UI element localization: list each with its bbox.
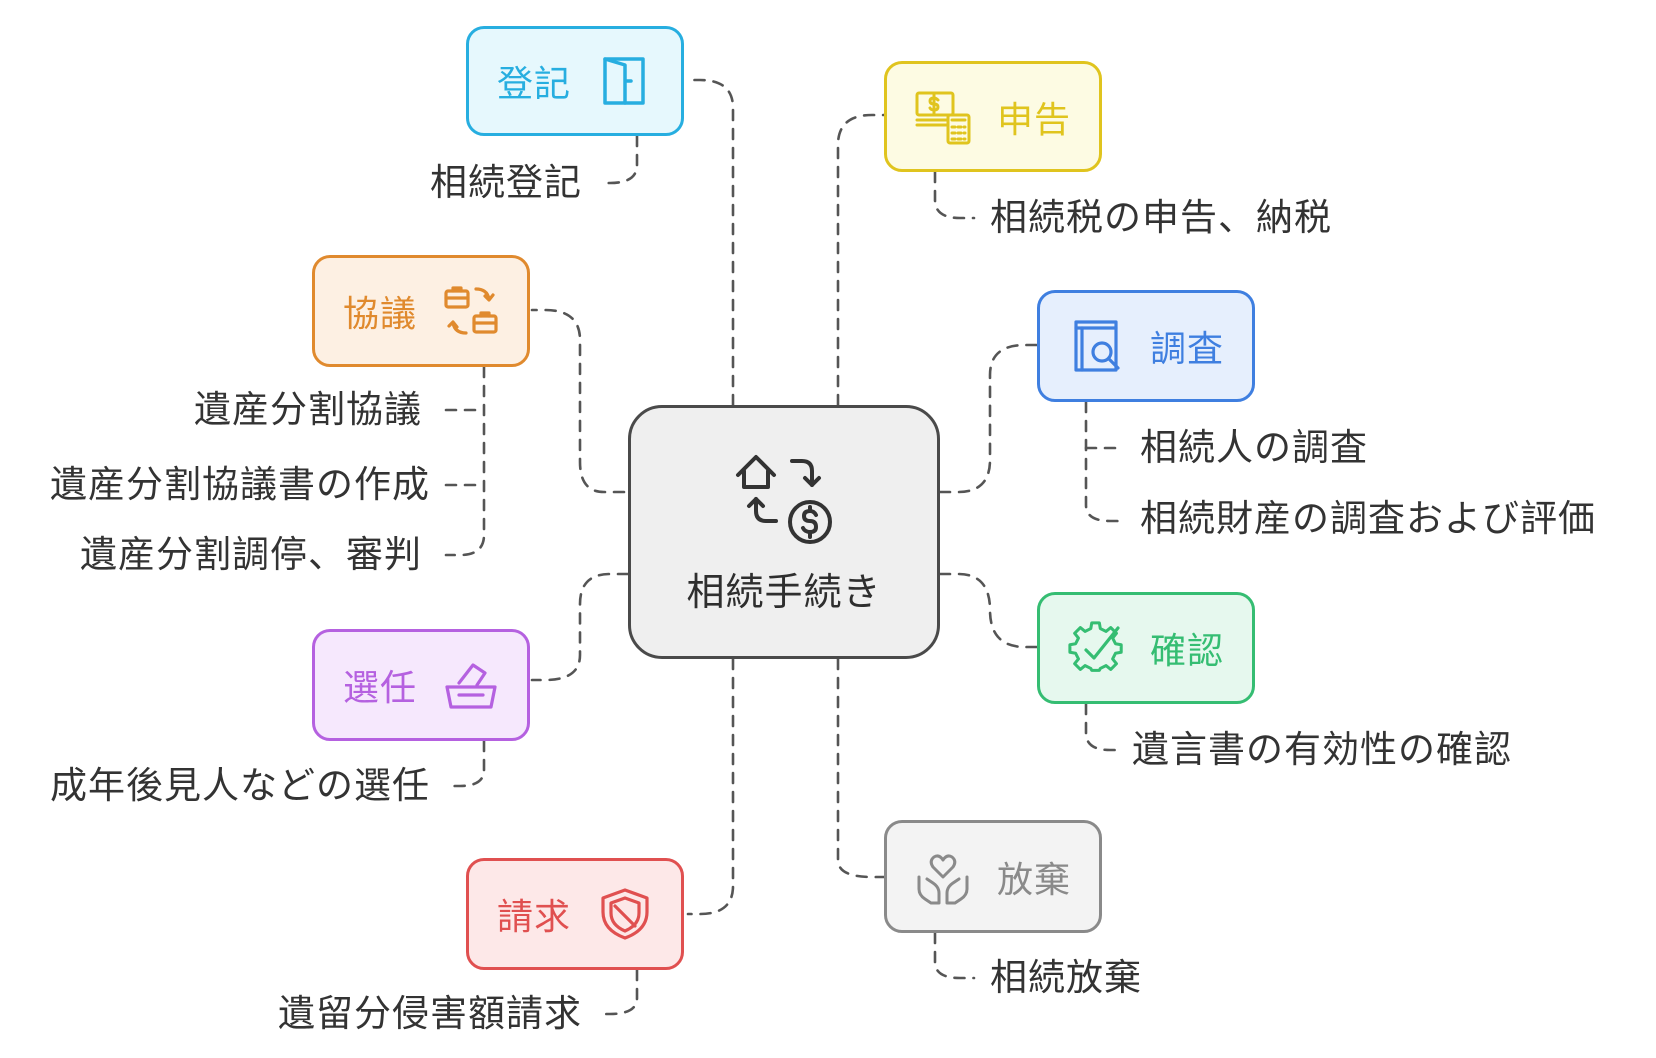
- money-calculator-icon: [915, 91, 971, 144]
- briefcase-exchange-icon: [444, 286, 498, 335]
- node-houki[interactable]: 放棄: [884, 820, 1102, 933]
- leaf-houki-1: 相続放棄: [990, 956, 1142, 999]
- node-kyougi-label: 協議: [342, 294, 417, 335]
- house-money-exchange-icon: [736, 454, 832, 544]
- leaf-chousa-2: 相続財産の調査および評価: [1140, 497, 1596, 540]
- node-kakunin[interactable]: 確認: [1037, 592, 1255, 704]
- heart-hands-icon: [917, 854, 969, 904]
- door-icon: [603, 57, 645, 105]
- leaf-sennin-1: 成年後見人などの選任: [50, 764, 430, 807]
- leaf-kakunin-1: 遺言書の有効性の確認: [1132, 728, 1512, 771]
- node-sennin[interactable]: 選任: [312, 629, 530, 741]
- leaf-seikyuu-1: 遺留分侵害額請求: [278, 992, 582, 1035]
- book-search-icon: [1074, 320, 1120, 372]
- ballot-box-icon: [445, 663, 497, 709]
- center-node[interactable]: 相続手続き: [628, 405, 940, 659]
- node-touki-label: 登記: [496, 64, 571, 105]
- node-shinkoku[interactable]: 申告: [884, 61, 1102, 172]
- node-kyougi[interactable]: 協議: [312, 255, 530, 367]
- leaf-kyougi-3: 遺産分割調停、審判: [80, 533, 422, 576]
- node-seikyuu[interactable]: 請求: [466, 858, 684, 970]
- node-houki-label: 放棄: [996, 859, 1071, 901]
- node-seikyuu-label: 請求: [496, 897, 571, 938]
- gear-check-icon: [1068, 621, 1123, 672]
- leaf-chousa-1: 相続人の調査: [1140, 426, 1368, 469]
- node-kakunin-label: 確認: [1149, 631, 1224, 672]
- node-touki[interactable]: 登記: [466, 26, 684, 136]
- leaf-kyougi-2: 遺産分割協議書の作成: [50, 463, 430, 506]
- leaf-kyougi-1: 遺産分割協議: [194, 388, 422, 431]
- center-label: 相続手続き: [686, 569, 882, 614]
- node-sennin-label: 選任: [342, 668, 417, 709]
- shield-slash-icon: [601, 888, 649, 940]
- node-chousa[interactable]: 調査: [1037, 290, 1255, 402]
- leaf-shinkoku-1: 相続税の申告、納税: [990, 196, 1332, 239]
- leaf-touki-1: 相続登記: [430, 161, 582, 204]
- node-shinkoku-label: 申告: [996, 99, 1071, 141]
- node-chousa-label: 調査: [1149, 329, 1224, 370]
